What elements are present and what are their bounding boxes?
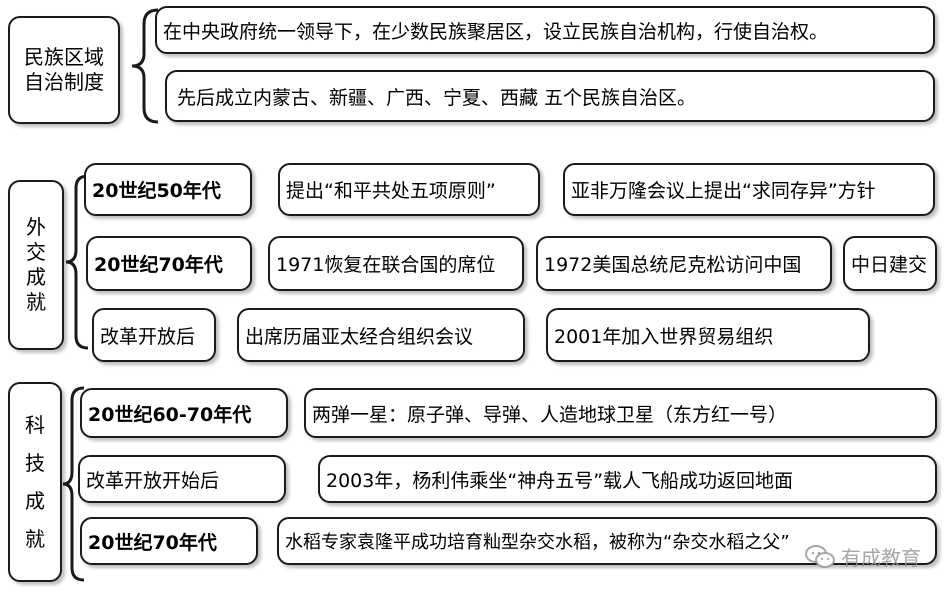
autonomy-item-1: 在中央政府统一领导下，在少数民族聚居区，设立民族自治机构，行使自治权。 <box>155 6 935 54</box>
science-category-label: 科技成就 <box>25 413 45 551</box>
diplomacy-category: 外交成就 <box>8 180 64 350</box>
watermark-text: 有成教育 <box>841 546 921 570</box>
autonomy-category: 民族区域自治制度 <box>8 16 120 124</box>
diplomacy-item-1-1-text: 提出“和平共处五项原则” <box>286 180 496 202</box>
watermark: 有成教育 <box>805 542 921 571</box>
diplomacy-period-2-text: 20世纪70年代 <box>94 254 223 276</box>
science-period-1: 20世纪60-70年代 <box>80 388 288 438</box>
diplomacy-item-1-1: 提出“和平共处五项原则” <box>278 163 540 216</box>
diplomacy-item-2-1-text: 1971恢复在联合国的席位 <box>276 254 496 276</box>
diplomacy-period-3-text: 改革开放后 <box>100 325 196 348</box>
science-item-3: 水稻专家袁隆平成功培育籼型杂交水稻，被称为“杂交水稻之父” <box>277 517 937 565</box>
science-item-3-text: 水稻专家袁隆平成功培育籼型杂交水稻，被称为“杂交水稻之父” <box>285 532 790 553</box>
science-item-1: 两弹一星：原子弹、导弹、人造地球卫星（东方红一号） <box>304 388 937 438</box>
autonomy-item-2-text: 先后成立内蒙古、新疆、广西、宁夏、西藏 五个民族自治区。 <box>177 86 697 109</box>
science-period-3: 20世纪70年代 <box>80 517 258 565</box>
diplomacy-item-3-1: 出席历届亚太经合组织会议 <box>237 308 525 362</box>
diplomacy-item-2-3: 中日建交 <box>843 236 937 291</box>
science-period-3-text: 20世纪70年代 <box>88 531 217 554</box>
diplomacy-period-1: 20世纪50年代 <box>84 163 252 216</box>
diplomacy-period-2: 20世纪70年代 <box>86 236 252 291</box>
autonomy-brace <box>131 8 159 124</box>
autonomy-item-2: 先后成立内蒙古、新疆、广西、宁夏、西藏 五个民族自治区。 <box>165 70 935 122</box>
diplomacy-brace <box>65 174 89 350</box>
science-period-1-text: 20世纪60-70年代 <box>88 403 252 426</box>
science-brace <box>62 386 85 582</box>
science-period-2: 改革开放开始后 <box>78 455 286 503</box>
science-item-2-text: 2003年，杨利伟乘坐“神舟五号”载人飞船成功返回地面 <box>326 469 794 492</box>
autonomy-item-1-text: 在中央政府统一领导下，在少数民族聚居区，设立民族自治机构，行使自治权。 <box>163 20 829 43</box>
diplomacy-item-2-2-text: 1972美国总统尼克松访问中国 <box>544 254 802 276</box>
diplomacy-item-1-2: 亚非万隆会议上提出“求同存异”方针 <box>563 163 935 216</box>
diplomacy-category-label: 外交成就 <box>26 215 46 314</box>
diplomacy-period-1-text: 20世纪50年代 <box>92 180 221 202</box>
diplomacy-period-3: 改革开放后 <box>92 308 216 362</box>
wechat-icon <box>805 544 835 568</box>
diplomacy-item-1-2-text: 亚非万隆会议上提出“求同存异”方针 <box>571 180 876 202</box>
autonomy-category-label: 民族区域自治制度 <box>24 45 104 94</box>
diplomacy-item-3-2: 2001年加入世界贸易组织 <box>546 308 870 362</box>
science-item-1-text: 两弹一星：原子弹、导弹、人造地球卫星（东方红一号） <box>312 403 788 426</box>
science-item-2: 2003年，杨利伟乘坐“神舟五号”载人飞船成功返回地面 <box>318 455 937 503</box>
diplomacy-item-2-3-text: 中日建交 <box>851 254 928 276</box>
diplomacy-item-2-1: 1971恢复在联合国的席位 <box>268 236 524 291</box>
science-period-2-text: 改革开放开始后 <box>86 469 220 492</box>
diplomacy-item-3-1-text: 出席历届亚太经合组织会议 <box>245 325 474 348</box>
science-category: 科技成就 <box>8 382 62 582</box>
diplomacy-item-2-2: 1972美国总统尼克松访问中国 <box>536 236 832 291</box>
diplomacy-item-3-2-text: 2001年加入世界贸易组织 <box>554 325 774 348</box>
